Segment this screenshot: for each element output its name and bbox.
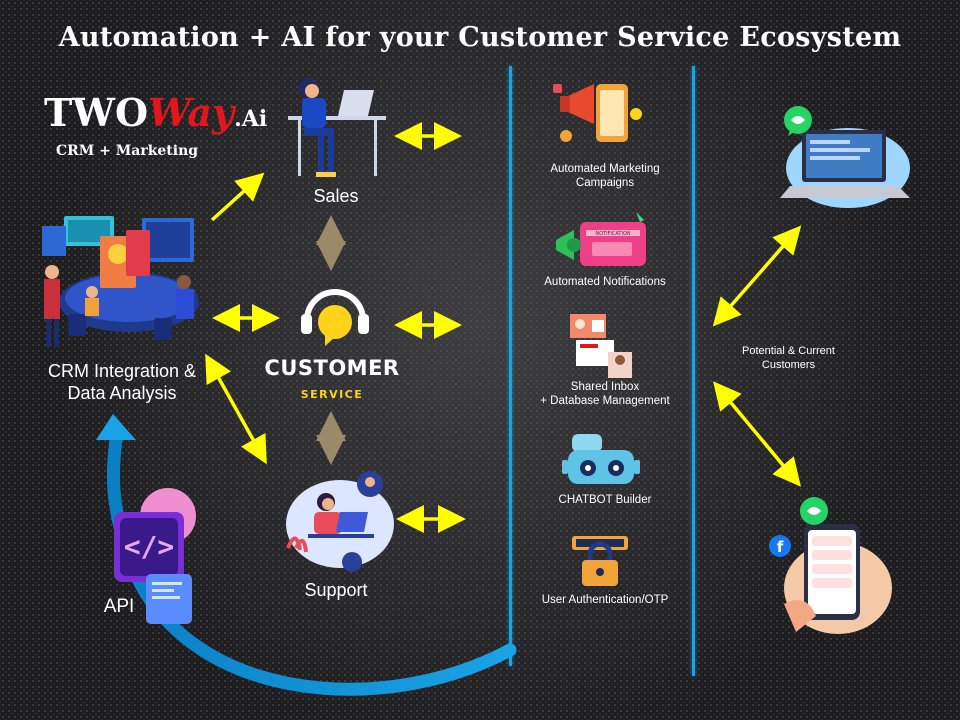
logo-tagline: CRM + Marketing: [56, 143, 199, 159]
arrow-customers-top: [712, 225, 802, 327]
support-agent-illustration: [286, 471, 394, 572]
customers-label: Potential & Current Customers: [742, 345, 835, 371]
feature-label-campaigns: Automated Marketing Campaigns: [550, 163, 660, 189]
svg-text:f: f: [777, 538, 784, 556]
padlock-icon: [572, 536, 628, 586]
arrow-crm-support: [205, 353, 267, 465]
logo-two: TWO: [44, 90, 149, 135]
sales-label: Sales: [313, 186, 359, 206]
headset-chat-icon: [301, 289, 369, 346]
crm-label: CRM Integration & Data Analysis: [47, 361, 197, 403]
notification-text: NOTIFICATION: [595, 231, 631, 237]
api-label: API: [103, 596, 135, 617]
phone-social-illustration: f: [769, 497, 892, 634]
customer-service-subtitle: SERVICE: [300, 388, 364, 401]
feature-label-chatbot: CHATBOT Builder: [558, 494, 652, 506]
sales-person-illustration: [288, 78, 386, 177]
divider-right: [692, 66, 695, 676]
page-title: Automation + AI for your Customer Servic…: [58, 22, 902, 53]
feature-label-auth: User Authentication/OTP: [541, 594, 669, 606]
logo-ai: .Ai: [234, 106, 268, 132]
arrow-crm-sales: [210, 172, 265, 222]
feature-label-inbox: Shared Inbox + Database Management: [540, 381, 670, 407]
api-code-illustration: </>: [114, 488, 196, 624]
chatbot-icon: [562, 434, 640, 484]
svg-text:</>: </>: [124, 530, 175, 563]
notification-megaphone-icon: NOTIFICATION: [556, 212, 646, 266]
feature-label-notifications: Automated Notifications: [544, 276, 666, 288]
logo: TWOWay.Ai: [44, 94, 268, 136]
laptop-whatsapp-illustration: [780, 106, 910, 208]
support-label: Support: [304, 580, 368, 600]
divider-left: [509, 66, 512, 666]
megaphone-phone-icon: [553, 84, 642, 142]
arrow-customers-bottom: [713, 381, 801, 487]
crm-team-illustration: [42, 216, 199, 347]
customer-service-title: CUSTOMER: [264, 356, 400, 380]
logo-way: Way: [148, 90, 235, 135]
shared-inbox-icon: [570, 314, 632, 378]
